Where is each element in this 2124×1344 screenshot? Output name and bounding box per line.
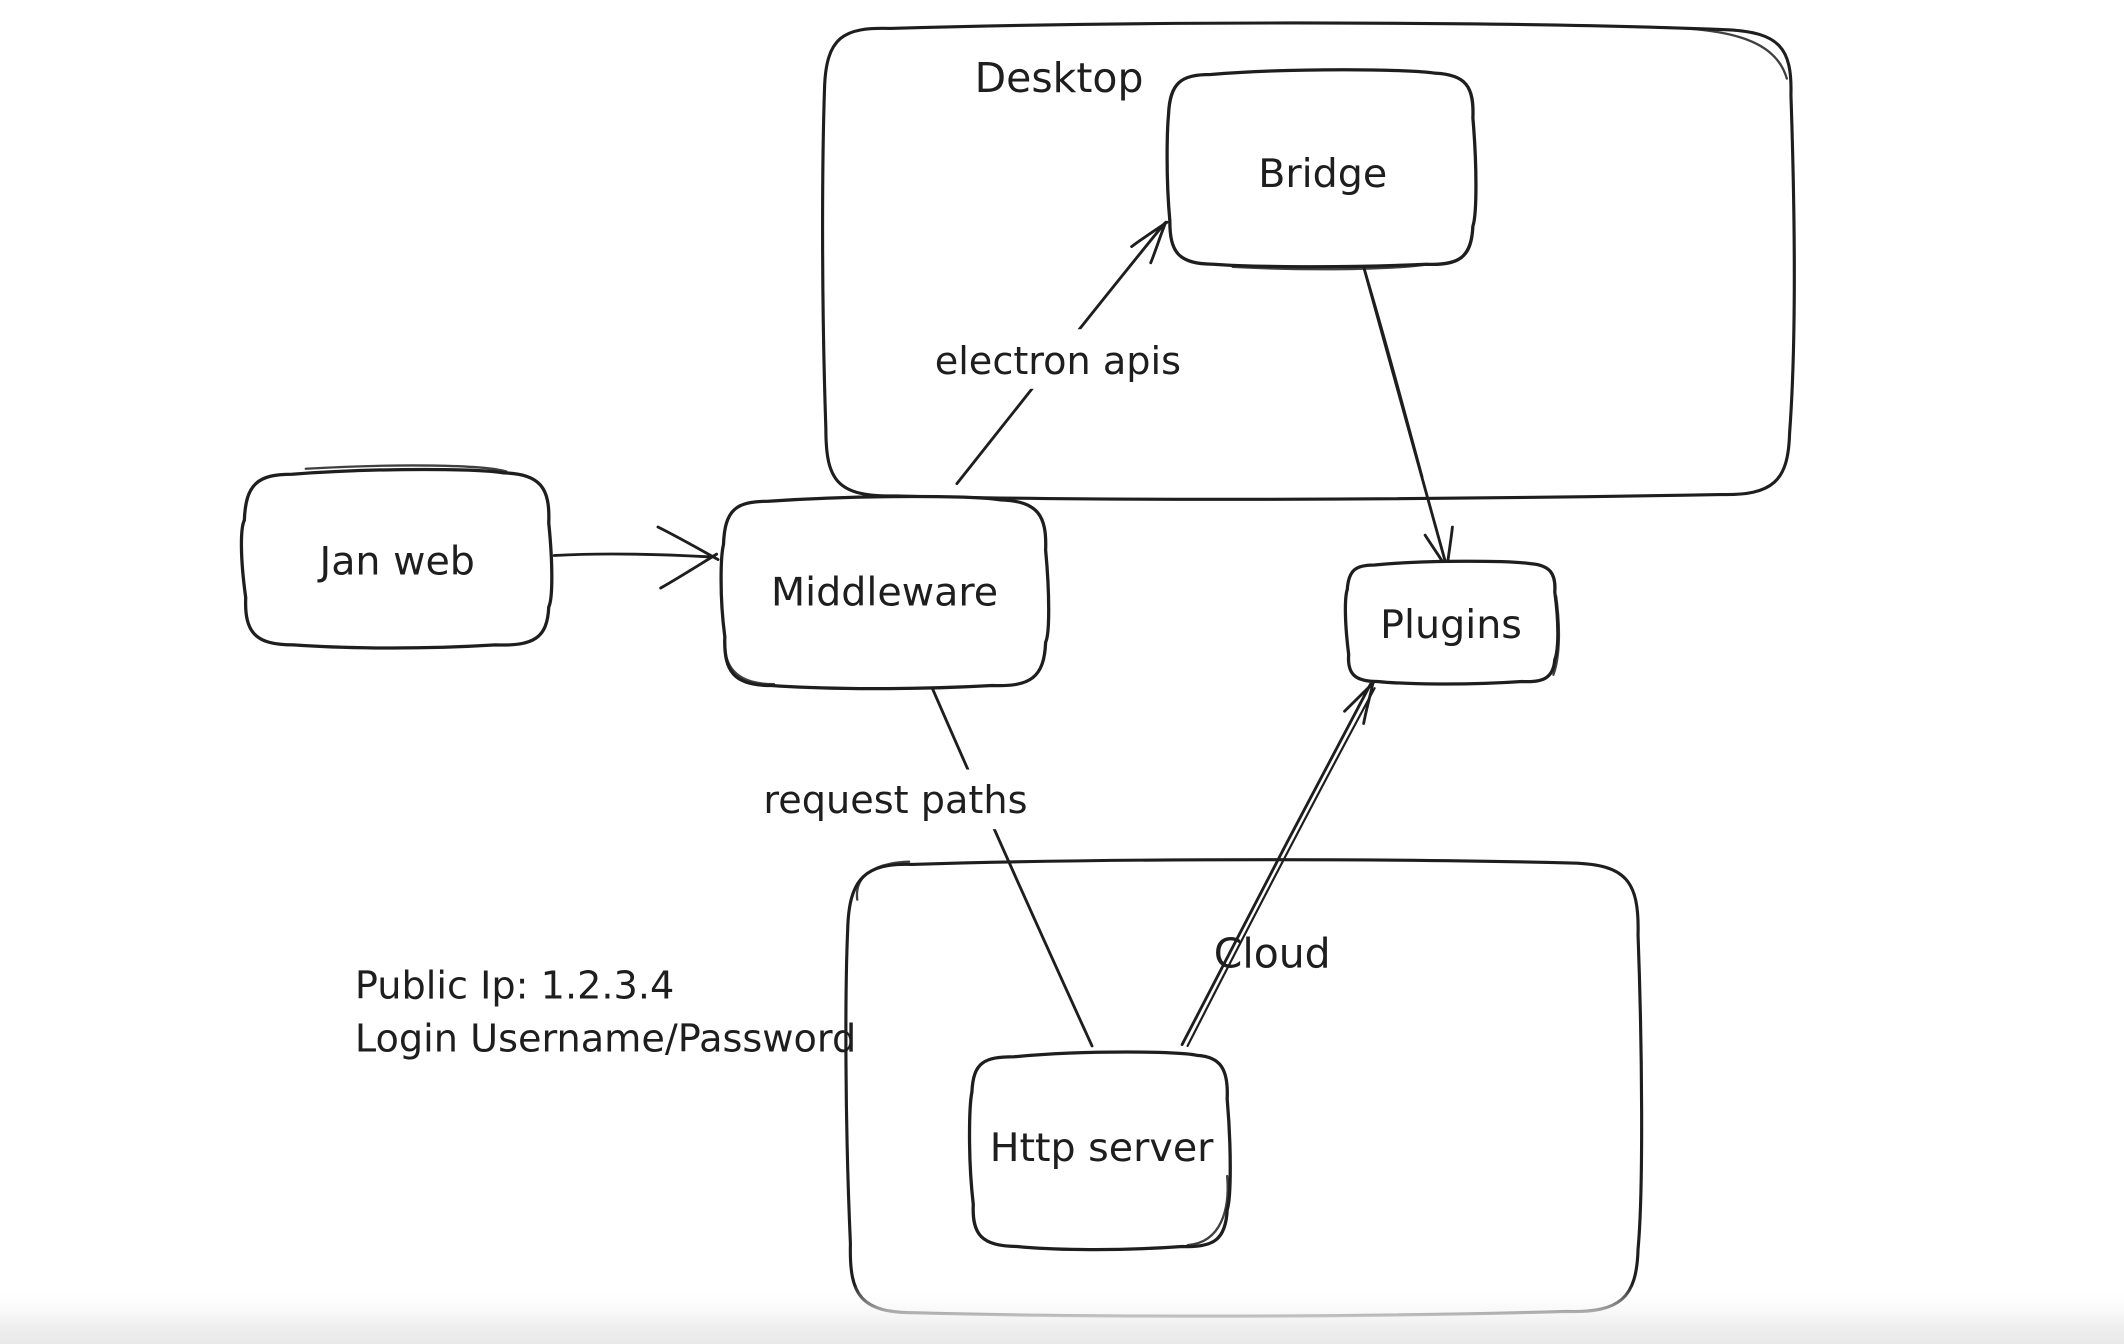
node-middleware[interactable]: Middleware — [719, 494, 1051, 691]
edge-line-overstroke — [1186, 687, 1376, 1048]
desktop-frame-overstroke — [1636, 25, 1788, 80]
jan-web-box[interactable] — [239, 467, 554, 650]
jan-web-overstroke — [304, 464, 508, 473]
cloud-label: Cloud — [1214, 929, 1331, 977]
edge-label-electron-apis[interactable]: electron apis — [917, 329, 1199, 389]
edge-jan-web-to-middleware[interactable] — [552, 525, 720, 590]
bridge-overstroke — [1231, 263, 1431, 271]
bottom-fade-bar — [0, 1284, 2124, 1344]
request-paths-label-mask — [743, 769, 1050, 830]
edge-label-request-paths[interactable]: request paths — [743, 769, 1050, 830]
http-server-overstroke — [1186, 1174, 1229, 1247]
middleware-box[interactable] — [719, 494, 1051, 691]
plugins-overstroke — [1552, 594, 1561, 676]
edge-line-overstroke — [1363, 269, 1424, 478]
arrowhead — [659, 552, 719, 590]
node-jan-web[interactable]: Jan web — [239, 464, 554, 650]
plugins-box[interactable] — [1343, 559, 1560, 686]
arrowhead — [1343, 681, 1375, 713]
login-text: Login Username/Password — [355, 1016, 856, 1060]
http-server-box[interactable] — [967, 1050, 1232, 1252]
public-ip-text: Public Ip: 1.2.3.4 — [355, 964, 674, 1008]
cloud-frame-overstroke — [855, 860, 911, 901]
edge-line[interactable] — [552, 552, 710, 559]
electron-apis-label-mask — [917, 329, 1199, 389]
desktop-label: Desktop — [975, 54, 1144, 102]
http-server-label: Http server — [990, 1125, 1215, 1171]
arrowhead — [1130, 220, 1169, 249]
node-bridge[interactable]: Bridge — [1165, 68, 1478, 271]
request-paths-label: request paths — [763, 778, 1027, 822]
credentials-note[interactable]: Public Ip: 1.2.3.4 Login Username/Passwo… — [355, 964, 856, 1061]
edge-line[interactable] — [930, 686, 1094, 1048]
edge-middleware-to-http-server[interactable] — [930, 686, 1094, 1048]
node-plugins[interactable]: Plugins — [1343, 559, 1561, 686]
edge-line[interactable] — [1180, 682, 1372, 1047]
plugins-label: Plugins — [1380, 602, 1522, 648]
edge-http-server-to-plugins[interactable] — [1180, 680, 1376, 1048]
node-http-server[interactable]: Http server — [967, 1050, 1232, 1252]
arrowhead — [1362, 680, 1375, 725]
edge-bridge-to-plugins[interactable] — [1362, 265, 1454, 571]
middleware-overstroke — [723, 632, 776, 686]
container-desktop[interactable] — [821, 21, 1796, 501]
middleware-label: Middleware — [771, 570, 998, 616]
bridge-label: Bridge — [1258, 151, 1387, 197]
jan-web-label: Jan web — [317, 539, 475, 585]
electron-apis-label: electron apis — [935, 339, 1181, 383]
